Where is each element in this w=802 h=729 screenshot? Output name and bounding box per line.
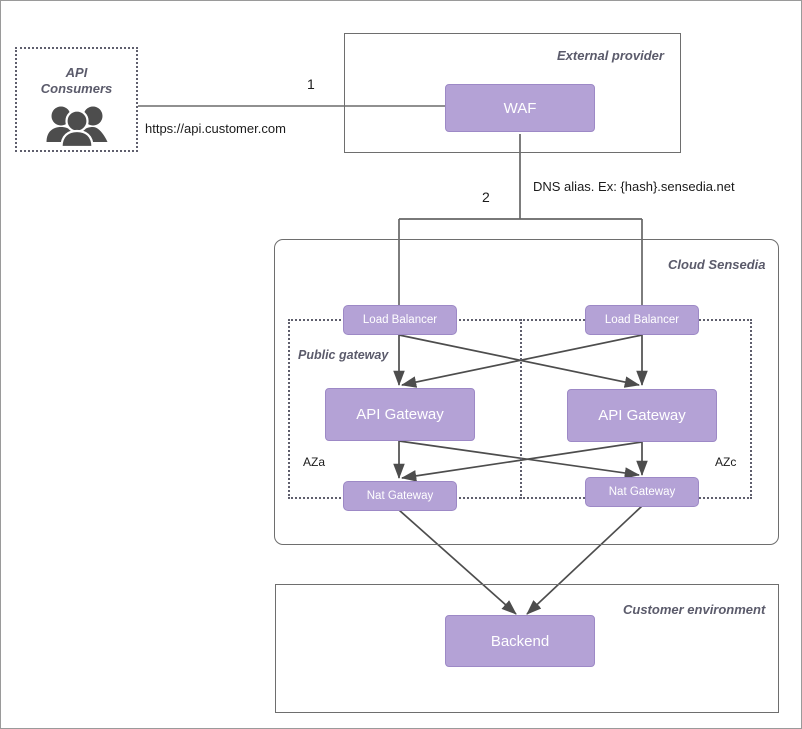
node-load-balancer-left[interactable]: Load Balancer	[343, 305, 457, 335]
public-gateway-label: Public gateway	[298, 348, 389, 362]
node-api-gateway-left[interactable]: API Gateway	[325, 388, 475, 441]
customer-environment-label: Customer environment	[623, 602, 766, 617]
people-group-icon	[44, 104, 110, 153]
zone-label-azc: AZc	[715, 455, 737, 469]
dns-alias-label: DNS alias. Ex: {hash}.sensedia.net	[533, 179, 735, 194]
cloud-sensedia-label: Cloud Sensedia	[668, 257, 766, 272]
node-backend[interactable]: Backend	[445, 615, 595, 667]
node-nat-gateway-right[interactable]: Nat Gateway	[585, 477, 699, 507]
node-load-balancer-right[interactable]: Load Balancer	[585, 305, 699, 335]
zone-label-aza: AZa	[303, 455, 326, 469]
consumer-url-label: https://api.customer.com	[145, 121, 286, 136]
availability-zone-divider	[520, 319, 522, 499]
node-api-gateway-right[interactable]: API Gateway	[567, 389, 717, 442]
cloud-sensedia-container	[274, 239, 779, 545]
external-provider-label: External provider	[557, 48, 664, 63]
customer-environment-container	[275, 584, 779, 713]
api-consumers-label: API Consumers	[40, 65, 113, 97]
external-provider-container	[344, 33, 681, 153]
step-label-1: 1	[307, 76, 315, 92]
node-nat-gateway-left[interactable]: Nat Gateway	[343, 481, 457, 511]
step-label-2: 2	[482, 189, 490, 205]
api-consumers-box: API Consumers	[15, 47, 138, 152]
node-waf[interactable]: WAF	[445, 84, 595, 132]
